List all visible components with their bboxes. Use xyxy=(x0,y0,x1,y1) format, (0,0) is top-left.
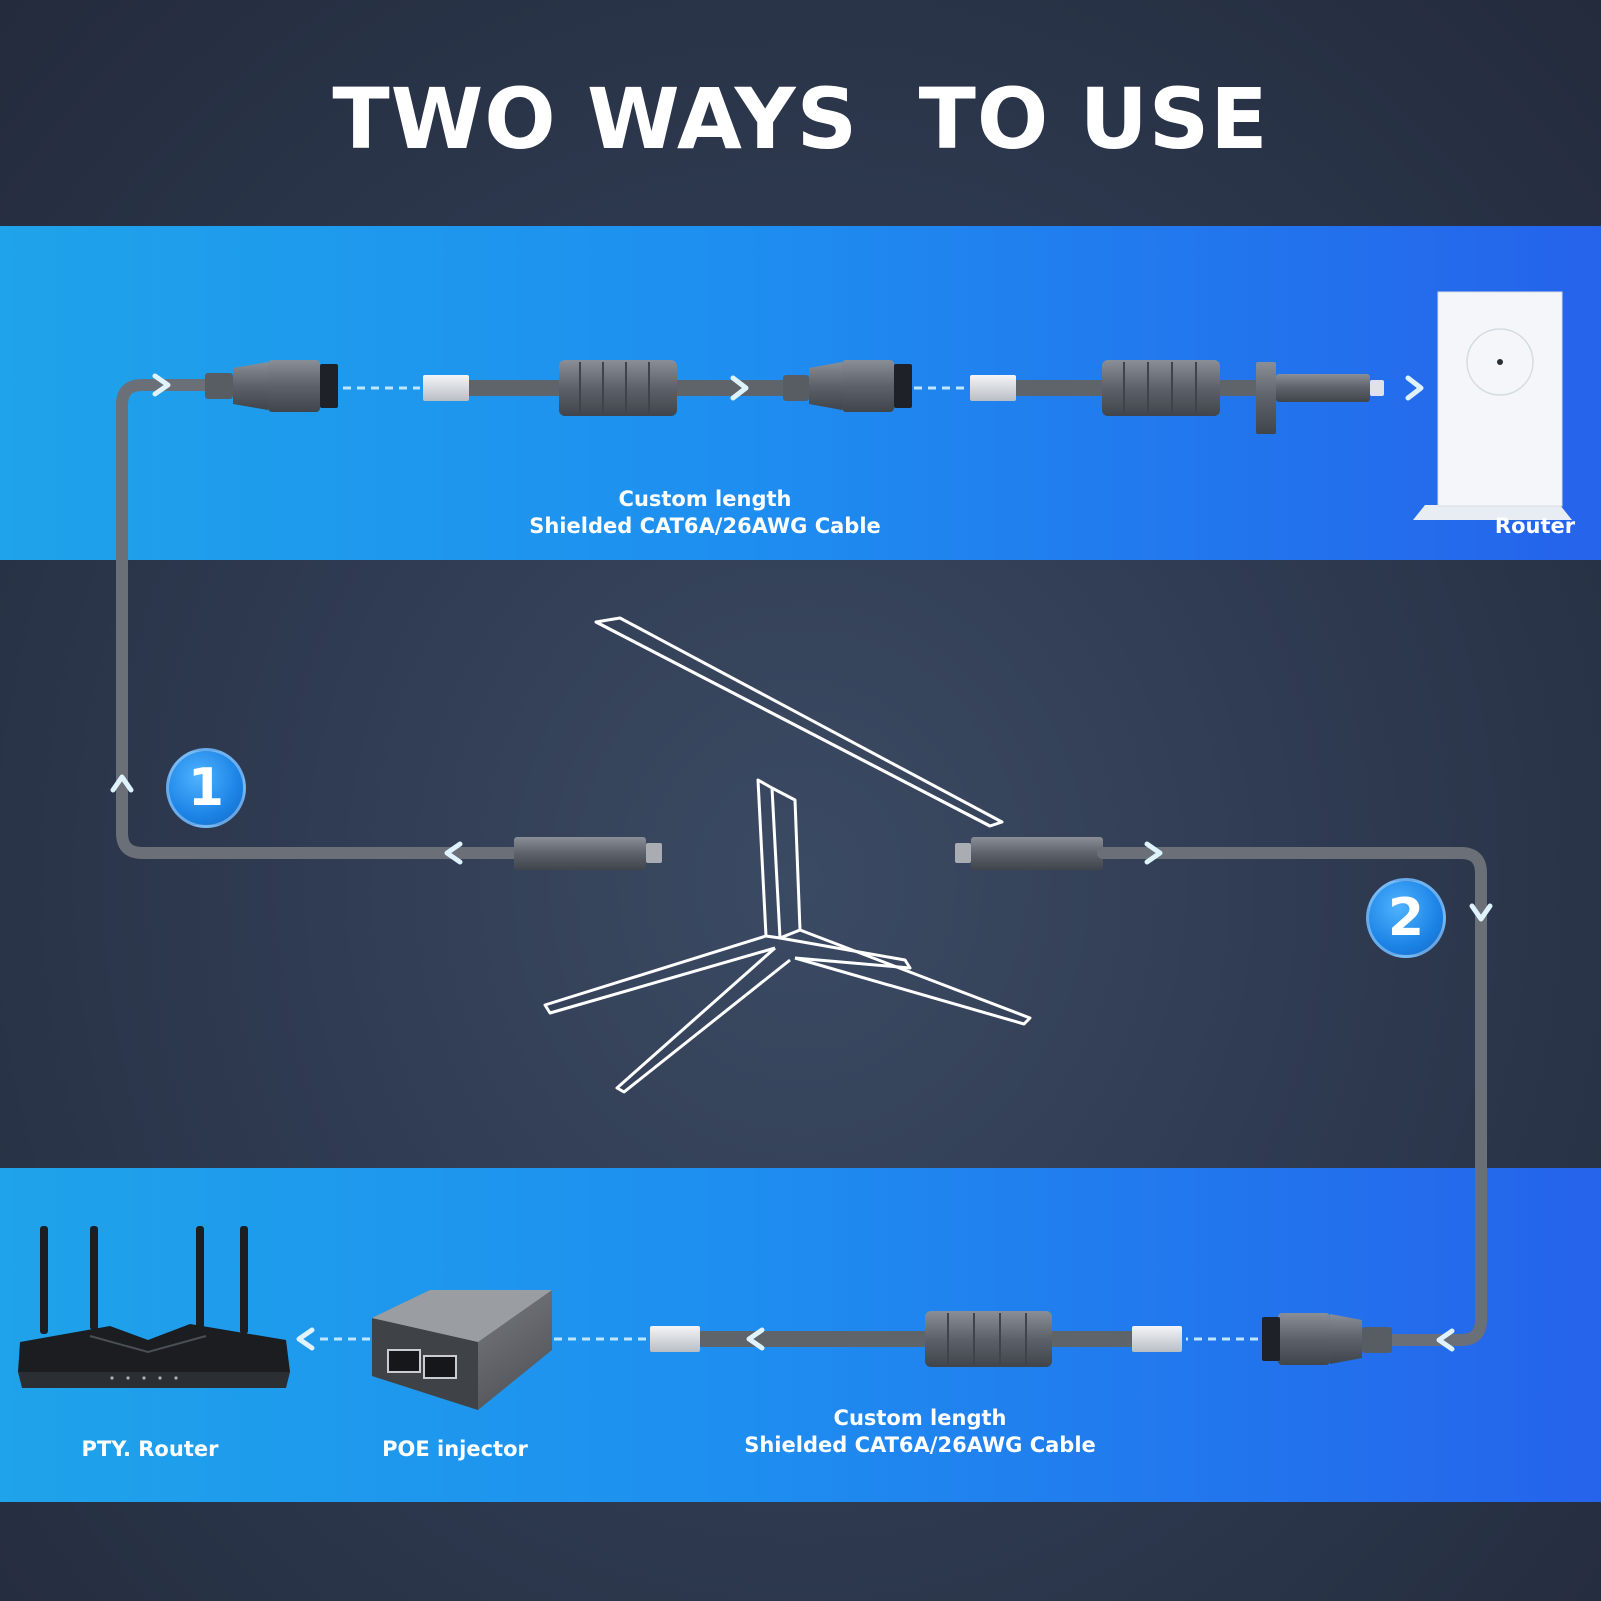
route1-arrows xyxy=(110,373,1424,865)
route1-badge: 1 xyxy=(166,748,246,828)
router-label: Router xyxy=(1494,514,1576,538)
poe-injector-device xyxy=(372,1290,552,1410)
top-connector-chain xyxy=(205,360,1384,434)
route1-cable-label-line2: Shielded CAT6A/26AWG Cable xyxy=(529,514,881,538)
satellite-dish-outline xyxy=(543,616,1032,1094)
route1-cable-label-line1: Custom length xyxy=(618,487,792,511)
pty-router-label: PTY. Router xyxy=(81,1437,219,1461)
page-title: TWO WAYS TO USE xyxy=(332,70,1269,168)
route2-cable-label-line2: Shielded CAT6A/26AWG Cable xyxy=(744,1433,1096,1457)
poe-injector-label: POE injector xyxy=(382,1437,528,1461)
starlink-router-device xyxy=(1413,291,1572,520)
route2-cable xyxy=(955,837,1487,1346)
pty-router-device xyxy=(18,1226,290,1388)
route2-cable-label: Custom length Shielded CAT6A/26AWG Cable xyxy=(695,1405,1145,1459)
route2-badge: 2 xyxy=(1366,878,1446,958)
route1-cable xyxy=(116,379,662,870)
route2-cable-label-line1: Custom length xyxy=(833,1406,1007,1430)
route1-cable-label: Custom length Shielded CAT6A/26AWG Cable xyxy=(480,486,930,540)
route2-arrows xyxy=(296,841,1493,1352)
